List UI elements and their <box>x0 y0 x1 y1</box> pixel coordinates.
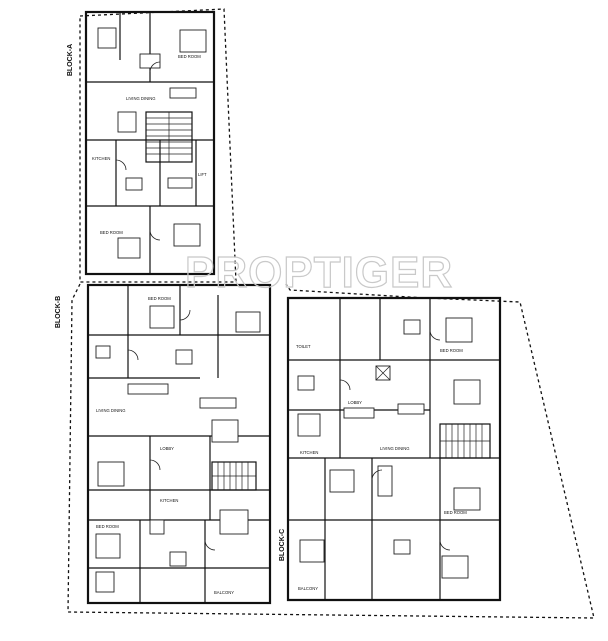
dining-table <box>403 319 421 335</box>
sofa <box>169 87 197 99</box>
block-b-staircase <box>212 462 256 490</box>
dining-table <box>175 349 193 365</box>
block-b-label: BLOCK-B <box>55 296 62 328</box>
block-a-label: BLOCK-A <box>67 44 74 76</box>
bed <box>219 509 249 535</box>
bed <box>299 539 325 563</box>
bed <box>453 379 481 405</box>
block-b-plan: BED ROOM LIVING DINING LOBBY KITCHEN BED… <box>55 283 272 605</box>
room-label-bed-room: BED ROOM <box>148 296 171 301</box>
sofa <box>199 397 237 409</box>
room-label-lobby: LOBBY <box>348 400 362 405</box>
room-label-lift: LIFT <box>198 172 207 177</box>
dining-table <box>139 53 161 69</box>
bed <box>441 555 469 579</box>
room-label-kitchen: KITCHEN <box>300 450 318 455</box>
bed <box>95 533 121 559</box>
room-label-bed-room: BED ROOM <box>96 524 119 529</box>
dining-table <box>149 519 165 535</box>
room-label-living-dining: LIVING DINING <box>380 446 410 451</box>
room-label-living-dining: LIVING DINING <box>96 408 126 413</box>
block-a-site-boundary <box>79 8 237 283</box>
block-c-outer-wall <box>286 296 502 602</box>
dining-table <box>169 551 187 567</box>
dining-table <box>297 375 315 391</box>
room-label-kitchen: KITCHEN <box>92 156 110 161</box>
room-label-living-dining: LIVING DINING <box>126 96 156 101</box>
block-c-plan: BED ROOM TOILET LIVING DINING KITCHEN LO… <box>279 296 502 602</box>
room-label-bed-room: BED ROOM <box>440 348 463 353</box>
sofa <box>95 571 115 593</box>
bed <box>453 487 481 511</box>
bed <box>97 461 125 487</box>
room-label-balcony: BALCONY <box>298 586 318 591</box>
bed <box>97 27 117 49</box>
room-label-bed-room: BED ROOM <box>100 230 123 235</box>
bed <box>329 469 355 493</box>
sofa <box>343 407 375 419</box>
sofa <box>397 403 425 415</box>
room-label-balcony: BALCONY <box>214 590 234 595</box>
bed <box>117 111 137 133</box>
block-c-label: BLOCK-C <box>279 529 286 561</box>
room-label-kitchen: KITCHEN <box>160 498 178 503</box>
block-a-plan: BED ROOM LIVING DINING BED ROOM KITCHEN … <box>67 8 237 283</box>
dining-table <box>125 177 143 191</box>
room-label-bed-room: BED ROOM <box>444 510 467 515</box>
bed <box>179 29 207 53</box>
bed <box>235 311 261 333</box>
bed <box>211 419 239 443</box>
proptiger-watermark: PROPTIGER <box>185 248 453 297</box>
room-label-bed-room: BED ROOM <box>178 54 201 59</box>
room-label-lobby: LOBBY <box>160 446 174 451</box>
sofa <box>167 177 193 189</box>
block-a-staircase <box>146 112 192 162</box>
bed <box>297 413 321 437</box>
dining-table <box>393 539 411 555</box>
block-c-staircase <box>440 424 490 458</box>
dining-table <box>95 345 111 359</box>
bed <box>173 223 201 247</box>
bed <box>445 317 473 343</box>
sofa <box>127 383 169 395</box>
bed <box>149 305 175 329</box>
bed <box>117 237 141 259</box>
site-boundary <box>67 283 595 619</box>
room-label-toilet: TOILET <box>296 344 311 349</box>
block-b-outer-wall <box>86 283 272 605</box>
sofa <box>377 465 393 497</box>
